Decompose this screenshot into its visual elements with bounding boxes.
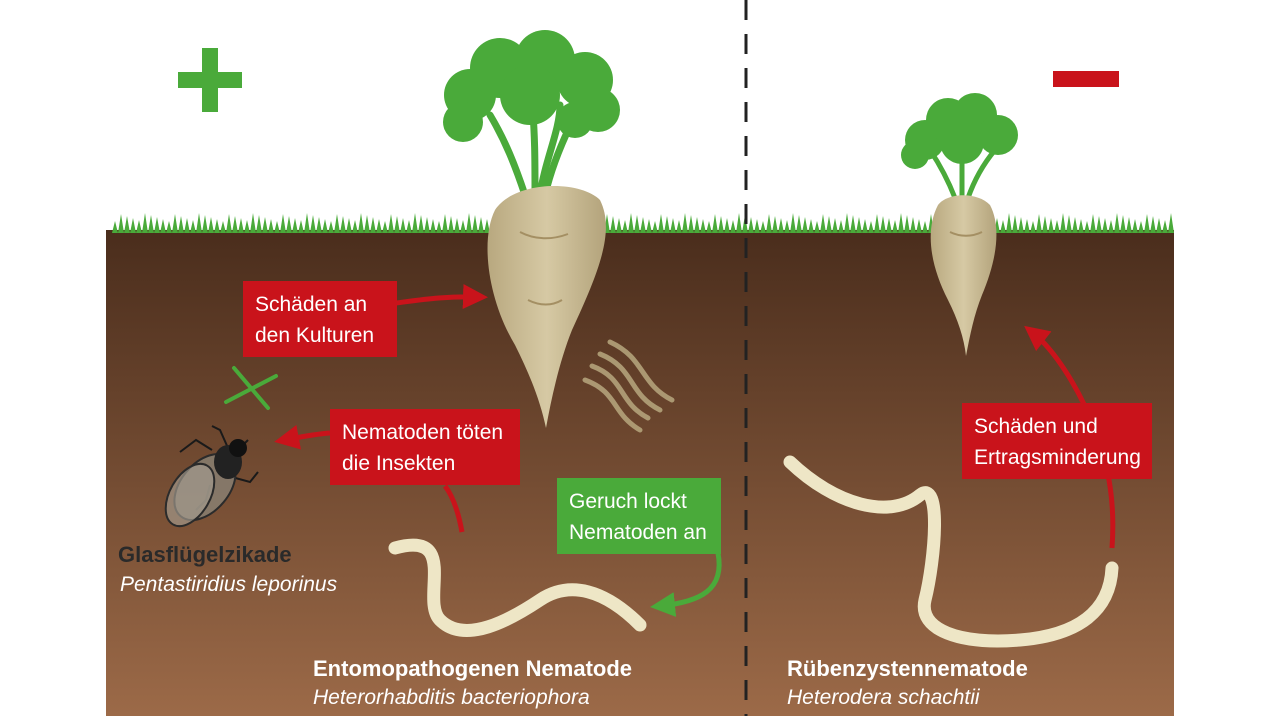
label-smell-attracts-line1: Geruch lockt [569, 490, 687, 513]
beet-icon-small [901, 93, 1018, 356]
species-epn-latin: Heterorhabditis bacteriophora [313, 686, 590, 709]
species-planthopper-latin: Pentastiridius leporinus [120, 573, 338, 596]
grass-blades [112, 213, 1174, 233]
worm-icon-epn [388, 538, 647, 637]
species-cyst-name: Rübenzystennematode [787, 656, 1028, 681]
cross-icon [224, 366, 278, 410]
label-smell-attracts-line2: Nematoden an [569, 521, 707, 544]
label-damage-crops-line2: den Kulturen [255, 324, 375, 347]
species-planthopper-name: Glasflügelzikade [118, 542, 292, 567]
species-cyst-latin: Heterodera schachtii [787, 686, 980, 709]
arrow-nematodes-kill [274, 424, 331, 450]
beet-icon-large [443, 30, 620, 428]
label-damage-yield-line2: Ertragsminderung [974, 446, 1141, 469]
label-damage-yield: Schäden und Ertragsminderung [962, 403, 1152, 479]
planthopper-icon [164, 425, 259, 528]
label-damage-crops-line1: Schäden an [255, 293, 368, 316]
label-nematodes-kill-line2: die Insekten [342, 452, 456, 475]
label-nematodes-kill: Nematoden töten die Insekten [330, 409, 520, 485]
smell-icon [582, 339, 675, 433]
label-nematodes-kill-line1: Nematoden töten [342, 421, 504, 444]
plus-icon [178, 48, 242, 112]
label-smell-attracts: Geruch lockt Nematoden an [557, 478, 721, 554]
grass-strip [112, 213, 1174, 233]
arrow-epn-up [442, 484, 465, 533]
species-epn-name: Entomopathogenen Nematode [313, 656, 633, 681]
minus-icon [1053, 71, 1119, 87]
label-damage-yield-line1: Schäden und [974, 415, 1098, 438]
arrow-damage-crops [395, 284, 488, 310]
arrow-smell [650, 552, 722, 617]
label-damage-crops: Schäden an den Kulturen [243, 281, 397, 357]
worm-icon-cyst [783, 455, 1119, 648]
